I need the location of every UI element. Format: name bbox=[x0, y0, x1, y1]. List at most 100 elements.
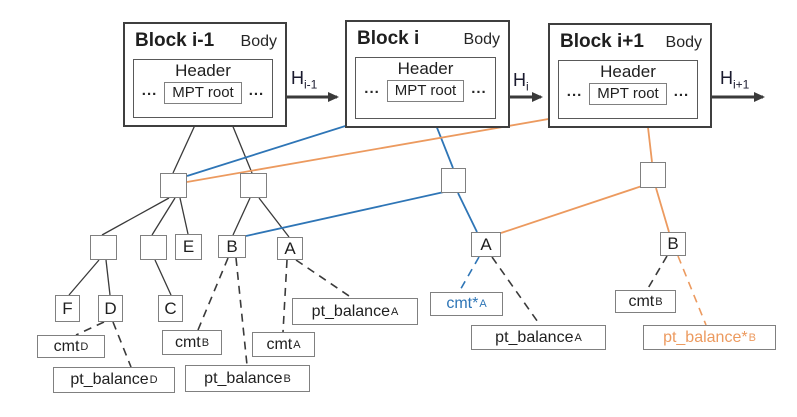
trie-edge bbox=[500, 185, 643, 234]
block-i-plus-1-titlebar: Block i+1 Body bbox=[550, 25, 710, 53]
leaf-label-subscript: A bbox=[479, 298, 487, 310]
trie-edge bbox=[655, 187, 670, 233]
trie-branch-black-4 bbox=[140, 235, 167, 260]
block-i-title: Block i bbox=[357, 28, 420, 49]
leaf-label-subscript: B bbox=[283, 372, 291, 385]
trie-node-B: B bbox=[218, 235, 246, 258]
trie-edge bbox=[75, 321, 105, 336]
trie-edge bbox=[677, 255, 707, 326]
trie-edge bbox=[458, 256, 480, 293]
block-i-plus-1-body-label: Body bbox=[665, 34, 702, 51]
block-i-plus-1-title: Block i+1 bbox=[560, 31, 644, 52]
trie-node-C: C bbox=[158, 295, 183, 322]
leaf-label-text: cmt bbox=[628, 292, 655, 310]
trie-branch-blue bbox=[441, 168, 466, 193]
block-i-plus-1: Block i+1 Body Header ... MPT root ... bbox=[548, 23, 712, 128]
ellipsis-right: ... bbox=[673, 82, 690, 100]
trie-edge bbox=[151, 197, 176, 236]
trie-node-F: F bbox=[55, 295, 80, 322]
block-i-header-label: Header bbox=[397, 59, 454, 78]
trie-edge bbox=[68, 259, 100, 296]
leaf-label-subscript: D bbox=[80, 340, 89, 353]
trie-edge bbox=[154, 259, 172, 296]
trie-edge bbox=[235, 257, 248, 366]
leaf-label-text: cmt bbox=[266, 335, 293, 353]
hash-base: H bbox=[291, 68, 304, 88]
ellipsis-left: ... bbox=[364, 79, 380, 97]
trie-edge bbox=[646, 255, 668, 291]
leaf-label-subscript: A bbox=[390, 305, 399, 318]
trie-branch-orange bbox=[640, 162, 666, 188]
trie-branch-black-2 bbox=[240, 173, 267, 198]
trie-edge bbox=[179, 197, 189, 235]
leaf-label-text: pt_balance bbox=[495, 328, 574, 346]
hash-sub: i bbox=[526, 79, 529, 94]
leaf-pt-balance-star-B: pt_balance*B bbox=[643, 325, 776, 350]
trie-node-E: E bbox=[175, 234, 202, 260]
block-i-titlebar: Block i Body bbox=[347, 22, 508, 50]
trie-edge bbox=[197, 257, 229, 331]
trie-node-B-updated: B bbox=[660, 232, 686, 256]
block-i-mpt-row: ... MPT root ... bbox=[356, 80, 495, 102]
block-i-header-box: Header ... MPT root ... bbox=[355, 57, 496, 119]
trie-edge bbox=[186, 109, 601, 183]
block-i-plus-1-header-box: Header ... MPT root ... bbox=[558, 60, 698, 119]
block-i-1-body-label: Body bbox=[240, 33, 277, 50]
leaf-label-text: cmt bbox=[174, 333, 201, 351]
hash-label-h-i: Hi bbox=[513, 70, 529, 94]
block-i-plus-1-mpt-row: ... MPT root ... bbox=[559, 83, 697, 105]
leaf-label-text: pt_balance bbox=[311, 302, 390, 320]
hash-label-h-i-plus-1: Hi+1 bbox=[720, 68, 749, 92]
trie-node-D: D bbox=[98, 295, 123, 322]
block-i-1-mpt-row: ... MPT root ... bbox=[134, 82, 272, 104]
block-i-1-titlebar: Block i-1 Body bbox=[125, 24, 285, 52]
leaf-label-subscript: D bbox=[149, 374, 158, 386]
block-i-plus-1-mpt-root-box: MPT root bbox=[589, 83, 667, 105]
hash-label-h-i-1: Hi-1 bbox=[291, 68, 317, 92]
leaf-label-text: cmt bbox=[53, 337, 80, 355]
leaf-cmt-star-A: cmt*A bbox=[430, 292, 503, 316]
trie-branch-black-3 bbox=[90, 235, 117, 260]
hash-base: H bbox=[513, 70, 526, 90]
block-i-mpt-root-box: MPT root bbox=[386, 80, 465, 102]
leaf-label-subscript: B bbox=[655, 295, 663, 308]
block-i-plus-1-header-label: Header bbox=[600, 62, 656, 81]
leaf-label-subscript: A bbox=[574, 331, 582, 344]
trie-edge bbox=[295, 259, 353, 299]
block-i: Block i Body Header ... MPT root ... bbox=[345, 20, 510, 128]
hash-base: H bbox=[720, 68, 733, 88]
leaf-label-subscript: B bbox=[748, 331, 756, 344]
block-i-1-mpt-root-box: MPT root bbox=[164, 82, 242, 104]
trie-edge bbox=[457, 192, 478, 233]
leaf-label-text: cmt* bbox=[446, 295, 479, 312]
block-i-1-title: Block i-1 bbox=[135, 30, 215, 51]
trie-edge bbox=[112, 321, 132, 368]
ellipsis-right: ... bbox=[471, 79, 487, 97]
leaf-label-text: pt_balance bbox=[204, 369, 283, 387]
ellipsis-left: ... bbox=[141, 81, 158, 99]
leaf-label-text: pt_balance bbox=[70, 371, 149, 388]
leaf-label-text: pt_balance* bbox=[663, 328, 748, 346]
ellipsis-right: ... bbox=[248, 81, 265, 99]
block-i-body-label: Body bbox=[463, 31, 500, 48]
trie-edge bbox=[101, 197, 170, 236]
trie-edge bbox=[258, 197, 290, 238]
trie-branch-shared bbox=[160, 173, 187, 198]
block-i-1: Block i-1 Body Header ... MPT root ... bbox=[123, 22, 287, 127]
leaf-label-subscript: A bbox=[293, 338, 301, 351]
trie-edge bbox=[282, 259, 288, 333]
hash-sub: i-1 bbox=[304, 77, 318, 92]
trie-edge bbox=[232, 197, 251, 236]
trie-edge bbox=[245, 191, 445, 237]
leaf-label-subscript: B bbox=[201, 336, 210, 349]
trie-node-A-updated: A bbox=[471, 232, 501, 257]
ellipsis-left: ... bbox=[566, 82, 583, 100]
